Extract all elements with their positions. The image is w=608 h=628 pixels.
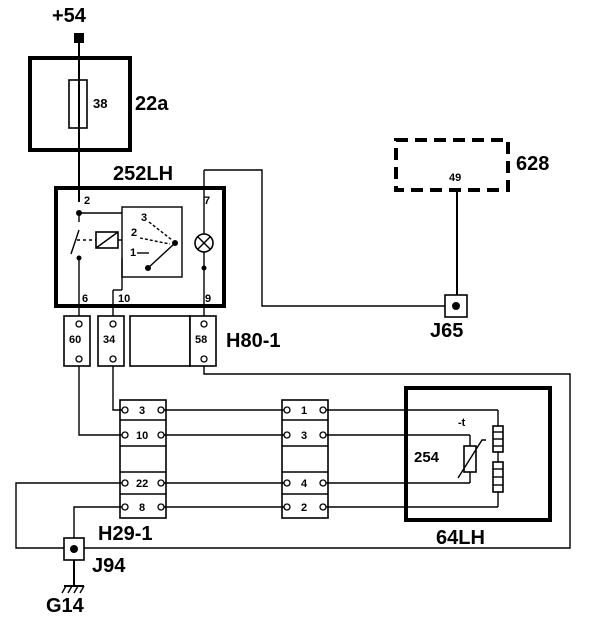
- relay-pin-6: 6: [82, 293, 88, 305]
- relay-coil-diag: [95, 231, 119, 249]
- h80-hole-58[interactable]: [200, 320, 208, 328]
- h80-pin-34: 34: [103, 334, 116, 346]
- junction-j94-dot: [70, 545, 78, 553]
- mid-pin-2: 2: [301, 502, 307, 514]
- fuse-value: 38: [93, 96, 107, 111]
- h80-hole-60[interactable]: [75, 320, 83, 328]
- sensor-element-label: 254: [414, 449, 440, 466]
- mid-hole-4b[interactable]: [319, 479, 327, 487]
- thermistor-slash: [457, 439, 486, 479]
- switch-pos-2: 2: [131, 227, 137, 239]
- fuse-box-label: 22a: [135, 93, 169, 115]
- mid-pin-3: 3: [301, 430, 307, 442]
- h80-hole-58b: [200, 355, 208, 363]
- sensor-label: 64LH: [436, 527, 485, 549]
- wire-h80-60-h29-10: [78, 366, 122, 436]
- h80-body: [129, 315, 191, 367]
- h29-pin-10: 10: [136, 430, 148, 442]
- switch-lever[interactable]: [147, 243, 175, 269]
- mid-hole-1b[interactable]: [319, 406, 327, 414]
- ground-label: G14: [46, 595, 85, 617]
- mid-hole-2a[interactable]: [283, 503, 291, 511]
- wire-h29-22-j94: [15, 482, 122, 549]
- h80-hole-34b: [109, 355, 117, 363]
- wire-h29-8-j94: [73, 506, 122, 538]
- relay-contact[interactable]: [70, 229, 80, 255]
- switch-pivot: [172, 240, 178, 246]
- mid-hole-3b[interactable]: [319, 431, 327, 439]
- h29-pin-8: 8: [139, 502, 145, 514]
- ground-hatch-2: [67, 585, 73, 594]
- switch-box: [121, 206, 183, 278]
- wire-h80-34-h29-3: [112, 366, 122, 411]
- control-unit-pin: 49: [449, 172, 461, 184]
- switch-pos-3: 3: [141, 212, 147, 224]
- supply-label: +54: [52, 5, 87, 27]
- mid-hole-3a[interactable]: [283, 431, 291, 439]
- relay-pin-2: 2: [84, 195, 90, 207]
- h29-hole-10b[interactable]: [157, 431, 165, 439]
- relay-pin-7: 7: [204, 195, 210, 207]
- ground-hatch-3: [73, 585, 79, 594]
- lamp-node: [201, 265, 207, 271]
- supply-terminal[interactable]: [74, 33, 84, 43]
- mid-connector-body: [281, 399, 329, 519]
- lamp-cross-b: [197, 236, 211, 250]
- h80-label: H80-1: [226, 330, 280, 352]
- relay-box: [54, 186, 226, 308]
- mid-hole-4a[interactable]: [283, 479, 291, 487]
- control-unit-box: [394, 138, 510, 192]
- h29-pin-22: 22: [136, 478, 148, 490]
- h29-hole-3a[interactable]: [121, 406, 129, 414]
- ground-hatch-4: [79, 585, 85, 594]
- relay-pin-10: 10: [118, 293, 130, 305]
- h29-body: [119, 399, 167, 519]
- mid-hole-1a[interactable]: [283, 406, 291, 414]
- mid-pin-4: 4: [301, 478, 308, 490]
- h80-hole-34[interactable]: [109, 320, 117, 328]
- h80-pin-58: 58: [195, 334, 207, 346]
- h80-pin-60: 60: [69, 334, 81, 346]
- h29-hole-10a[interactable]: [121, 431, 129, 439]
- switch-contact: [145, 265, 151, 271]
- relay-label: 252LH: [113, 163, 173, 185]
- relay-pin-9: 9: [205, 293, 211, 305]
- switch-guide-2: [139, 237, 171, 245]
- sensor-symbol: -t: [458, 417, 466, 429]
- junction-j65-dot: [452, 302, 460, 310]
- wire-relay-j65: [204, 169, 456, 307]
- h29-hole-22b[interactable]: [157, 479, 165, 487]
- mid-pin-1: 1: [301, 405, 307, 417]
- h29-pin-3: 3: [139, 405, 145, 417]
- sensor-box: [404, 386, 552, 522]
- h29-hole-8a[interactable]: [121, 503, 129, 511]
- mid-hole-2b[interactable]: [319, 503, 327, 511]
- h29-hole-3b[interactable]: [157, 406, 165, 414]
- ground-hatch-1: [61, 585, 67, 594]
- h29-hole-22a[interactable]: [121, 479, 129, 487]
- switch-pos-1: 1: [130, 247, 136, 259]
- control-unit-label: 628: [516, 153, 549, 175]
- wire-h80-58-j94: [84, 366, 571, 549]
- junction-j94-label: J94: [92, 555, 126, 577]
- switch-guide-3: [148, 221, 173, 241]
- h29-hole-8b[interactable]: [157, 503, 165, 511]
- junction-j65-label: J65: [430, 320, 463, 342]
- h80-hole-60b: [75, 355, 83, 363]
- h29-label: H29-1: [98, 523, 152, 545]
